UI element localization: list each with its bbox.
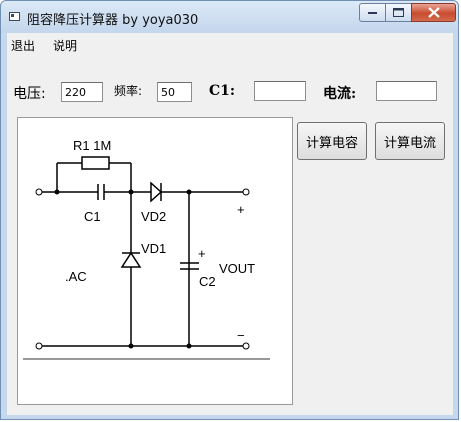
c2-label: C2 [199, 274, 216, 289]
voltage-label: 电压: [13, 86, 46, 102]
calc-current-button[interactable]: 计算电流 [375, 122, 445, 160]
c1-circuit-label: C1 [84, 209, 101, 224]
close-icon [427, 7, 440, 18]
menu-bar: 退出 说明 [7, 33, 453, 54]
vd1-label: VD1 [141, 241, 166, 256]
vout-label: VOUT [219, 261, 255, 276]
minus-label: − [237, 328, 245, 343]
frequency-label: 频率: [114, 84, 143, 98]
minimize-icon [367, 11, 377, 14]
circuit-panel: R1 1M C1 VD2 VD1 .AC C2 VOUT + + − [17, 117, 293, 405]
c1-label: C1: [209, 83, 236, 99]
circuit-diagram: R1 1M C1 VD2 VD1 .AC C2 VOUT + + − [23, 138, 270, 360]
calc-capacitance-button[interactable]: 计算电容 [297, 122, 367, 160]
vd2-label: VD2 [141, 209, 166, 224]
menu-help[interactable]: 说明 [53, 39, 78, 53]
current-input[interactable] [376, 81, 437, 101]
client-area: 退出 说明 电压: 220 频率: 50 C1: 电流: [7, 33, 453, 415]
maximize-button[interactable] [385, 3, 412, 22]
plus-top-label: + [237, 202, 245, 217]
title-bar[interactable]: 阻容降压计算器 by yoya030 [1, 1, 458, 33]
r1-label: R1 1M [73, 138, 111, 153]
close-button[interactable] [411, 3, 456, 22]
app-window-icon[interactable] [9, 12, 20, 21]
maximize-icon [393, 8, 404, 17]
current-label: 电流: [323, 86, 357, 102]
c1-input[interactable] [254, 81, 306, 101]
minimize-button[interactable] [359, 3, 386, 22]
plus-c2-label: + [198, 246, 206, 261]
ac-label: .AC [65, 269, 87, 284]
window-title: 阻容降压计算器 by yoya030 [27, 13, 199, 28]
menu-exit[interactable]: 退出 [11, 39, 36, 53]
voltage-input[interactable]: 220 [61, 82, 103, 102]
frequency-input[interactable]: 50 [157, 82, 192, 102]
